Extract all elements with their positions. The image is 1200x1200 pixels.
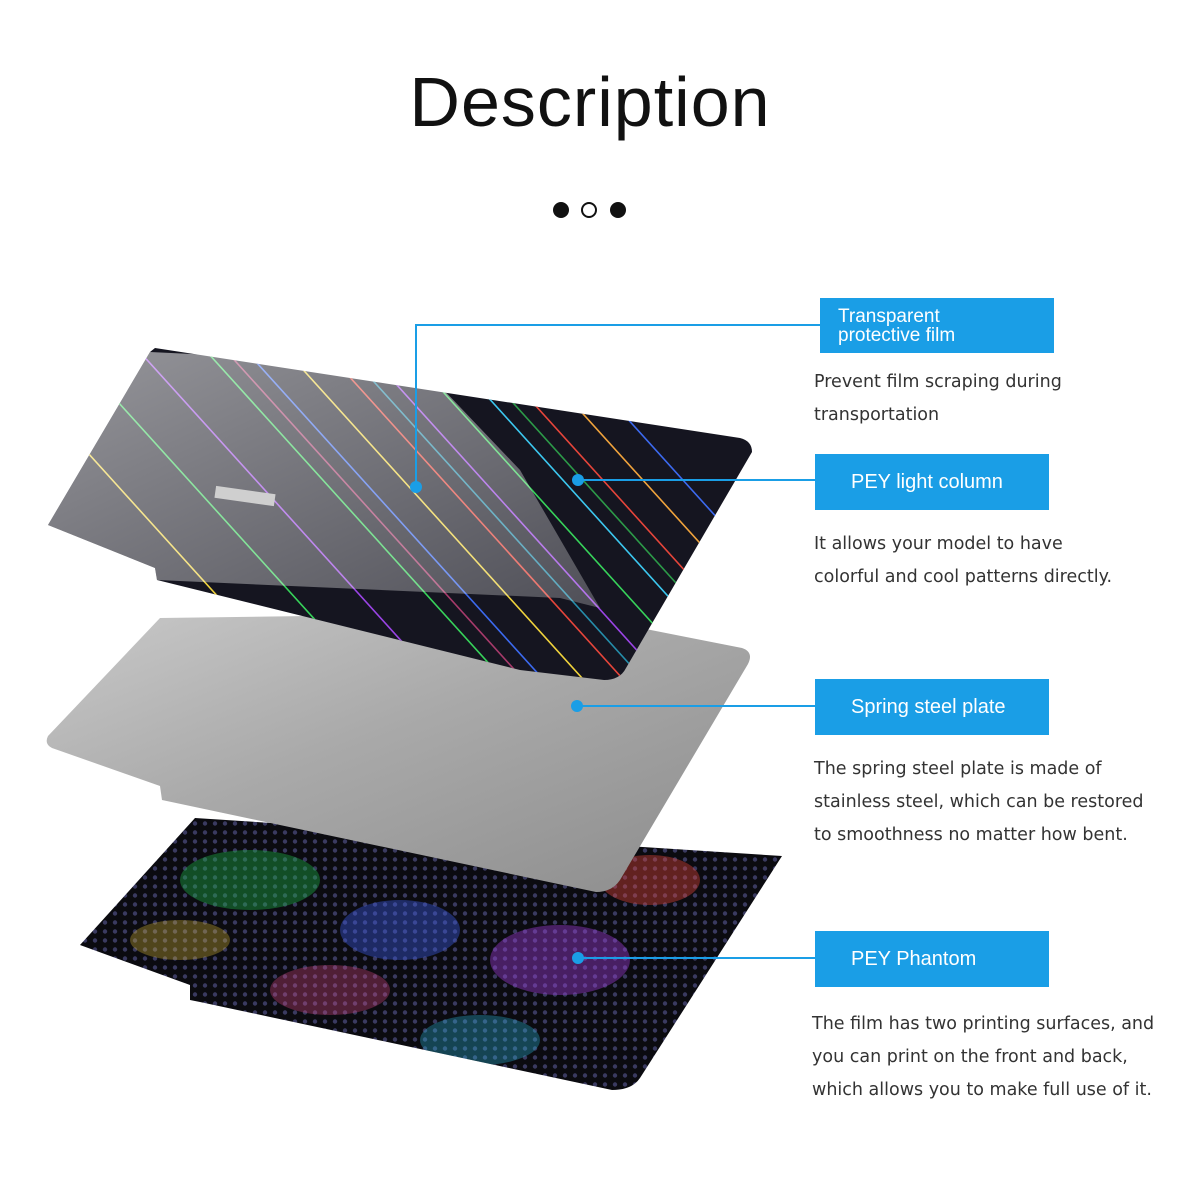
carousel-dot-2[interactable]: [581, 202, 597, 218]
connector-lines: [415, 324, 820, 959]
callout-pey-phantom: PEY Phantom: [815, 931, 1049, 987]
callout-label: PEY light column: [851, 470, 1003, 493]
description-line: colorful and cool patterns directly.: [814, 567, 1113, 587]
carousel-dot-1[interactable]: [553, 202, 569, 218]
description-line: to smoothness no matter how bent.: [814, 825, 1128, 845]
callout-label-line2: protective film: [838, 324, 956, 346]
callout-label-line1: Transparent: [838, 305, 940, 327]
carousel-dots: [553, 202, 633, 222]
description-pey-phantom: The film has two printing surfaces, and …: [812, 1008, 1154, 1107]
pey-phantom-sheet: [80, 818, 782, 1090]
callout-pey-light-column: PEY light column: [815, 454, 1049, 510]
page-title: Description: [409, 63, 771, 141]
callout-spring-steel-plate: Spring steel plate: [815, 679, 1049, 735]
carousel-dot-3[interactable]: [610, 202, 626, 218]
description-line: transportation: [814, 405, 940, 425]
description-transparent-protective-film: Prevent film scraping during transportat…: [814, 366, 1062, 432]
description-line: stainless steel, which can be restored: [814, 792, 1144, 812]
description-line: The film has two printing surfaces, and: [812, 1014, 1155, 1034]
description-spring-steel-plate: The spring steel plate is made of stainl…: [814, 753, 1144, 852]
connector-dots: [410, 474, 584, 964]
description-line: you can print on the front and back,: [812, 1047, 1128, 1067]
callout-transparent-protective-film: Transparent protective film: [820, 298, 1054, 353]
transparent-film: [48, 352, 600, 608]
description-line: Prevent film scraping during: [814, 372, 1062, 392]
description-line: which allows you to make full use of it.: [812, 1080, 1152, 1100]
spring-steel-plate: [46, 612, 750, 892]
description-pey-light-column: It allows your model to have colorful an…: [814, 528, 1112, 594]
description-line: It allows your model to have: [814, 534, 1063, 554]
callout-label: Spring steel plate: [851, 695, 1006, 718]
description-line: The spring steel plate is made of: [814, 759, 1102, 779]
callout-label: PEY Phantom: [851, 947, 977, 970]
